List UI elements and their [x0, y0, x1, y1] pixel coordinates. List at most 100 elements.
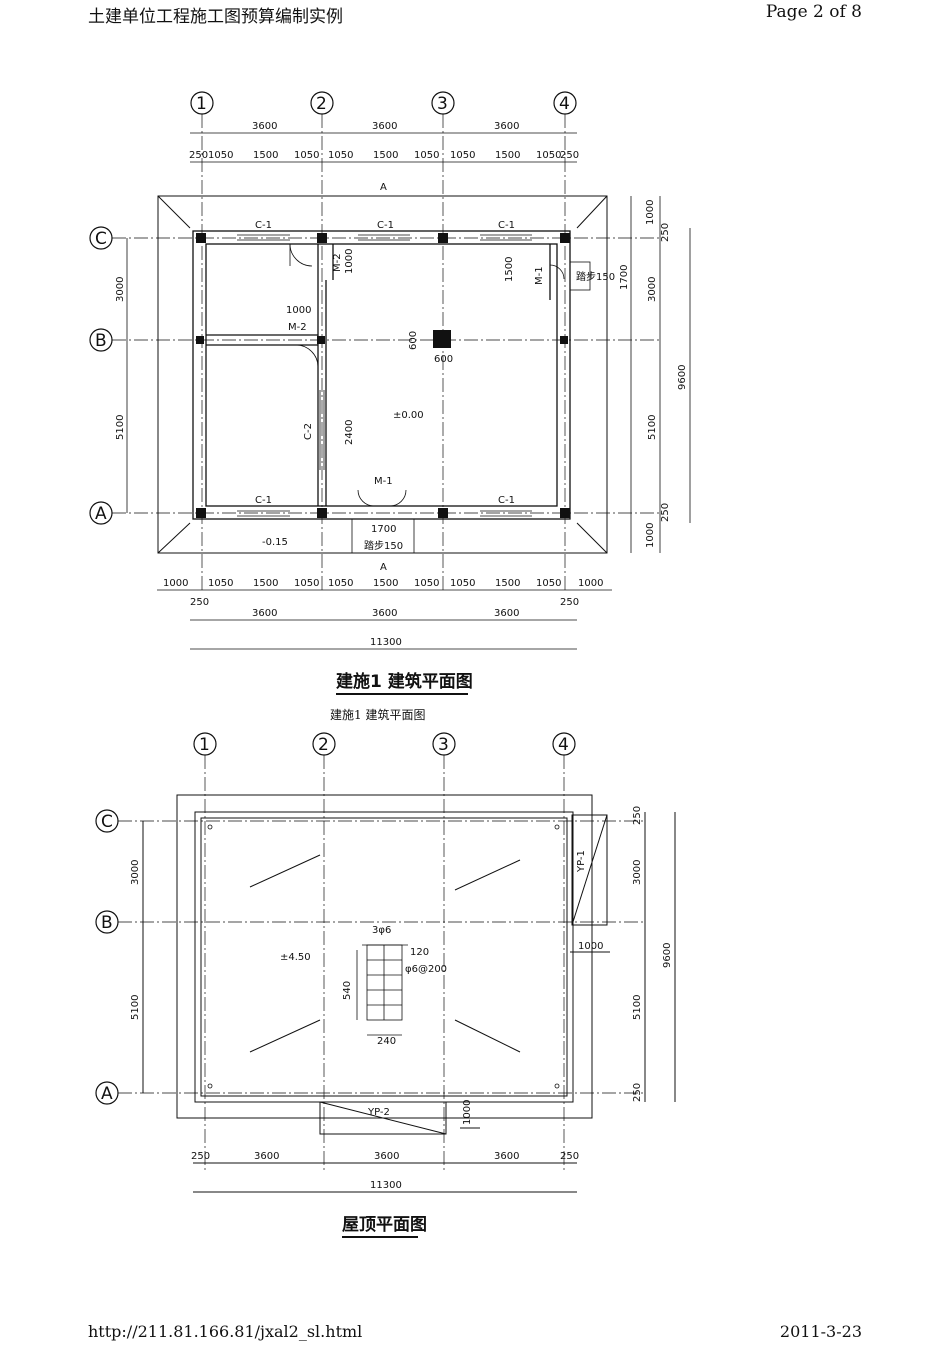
dim-bottom-main-3: 3600 [494, 608, 519, 619]
dim-top-detail: 1050 [294, 150, 319, 161]
dim-right-total: 9600 [677, 365, 688, 390]
dim-bottom-main-2: 3600 [372, 608, 397, 619]
dim-top-main-3: 3600 [494, 121, 519, 132]
roof-dim-bottom: 3600 [494, 1151, 519, 1162]
label-section-a: A [380, 182, 387, 193]
dim-bottom-detail: 1050 [536, 578, 561, 589]
footer-url: http://211.81.166.81/jxal2_sl.html [88, 1322, 363, 1341]
roof-dim-right-250: 250 [632, 806, 643, 825]
roof-label-yp2: YP-2 [367, 1107, 390, 1118]
roof-label-240: 240 [377, 1036, 396, 1047]
dim-bottom-detail: 1050 [294, 578, 319, 589]
dim-top-detail: 250 [560, 150, 579, 161]
dim-right-250b: 250 [660, 503, 671, 522]
dim-left-3000: 3000 [115, 277, 126, 302]
roof-plan: 1 2 3 4 C B A [95, 732, 676, 1238]
plan2-title: 屋顶平面图 [342, 1215, 427, 1235]
roof-dim-left-5100: 5100 [130, 995, 141, 1020]
label-m2-vertical: M-2 [332, 253, 343, 272]
label-m1-width: 1700 [371, 524, 396, 535]
label-m1-step: 踏步150 [364, 539, 403, 552]
label-c1: C-1 [255, 495, 272, 506]
dim-right-1700: 1700 [619, 265, 630, 290]
roof-dim-right-3000: 3000 [632, 860, 643, 885]
roof-label-t120: 120 [410, 947, 429, 958]
dim-right-250: 250 [660, 223, 671, 242]
axis-col-4: 4 [559, 94, 570, 114]
dim-top-detail: 1050 [536, 150, 561, 161]
roof-axis-col-1: 1 [199, 735, 210, 755]
roof-dim-total: 11300 [370, 1180, 402, 1191]
roof-label-540: 540 [342, 981, 353, 1000]
dim-total: 11300 [370, 637, 402, 648]
roof-dim-right-5100: 5100 [632, 995, 643, 1020]
dim-top-detail: 1050 [414, 150, 439, 161]
label-elev-out: -0.15 [262, 537, 288, 548]
dim-top-main-2: 3600 [372, 121, 397, 132]
axis-row-c: C [95, 229, 107, 249]
roof-dim-bottom: 3600 [254, 1151, 279, 1162]
floor-plan: 1 2 3 4 C B A 3600 [89, 91, 691, 695]
dim-top-detail: 1050 [208, 150, 233, 161]
roof-label-elev: ±4.50 [280, 952, 311, 963]
dim-bottom-detail: 1050 [328, 578, 353, 589]
dim-top-detail: 1050 [450, 150, 475, 161]
label-m1: M-1 [374, 476, 393, 487]
dim-bottom-main-1: 3600 [252, 608, 277, 619]
dim-bottom-detail: 1050 [414, 578, 439, 589]
roof-axis-row-a: A [101, 1084, 113, 1104]
label-c1: C-1 [377, 220, 394, 231]
label-section-a: A [380, 562, 387, 573]
dim-bottom-detail: 1500 [373, 578, 398, 589]
roof-label-1000b: 1000 [462, 1100, 473, 1125]
dim-bottom-detail: 1000 [578, 578, 603, 589]
roof-axis-col-4: 4 [558, 735, 569, 755]
roof-axis-col-3: 3 [438, 735, 449, 755]
label-step-150: 踏步150 [576, 270, 615, 283]
dim-right-1000b: 1000 [645, 523, 656, 548]
roof-label-rebar: 3φ6 [372, 925, 391, 936]
dim-right-5100: 5100 [647, 415, 658, 440]
roof-axis-col-2: 2 [318, 735, 329, 755]
roof-axis-row-c: C [101, 812, 113, 832]
axis-row-a: A [95, 504, 107, 524]
label-col-600: 600 [408, 331, 419, 350]
axis-row-b: B [95, 331, 107, 351]
page-indicator: Page 2 of 8 [765, 2, 862, 22]
dim-top-main-1: 3600 [252, 121, 277, 132]
roof-dim-right-250b: 250 [632, 1083, 643, 1102]
label-m1-right: M-1 [534, 266, 545, 285]
axis-col-3: 3 [437, 94, 448, 114]
roof-dim-bottom: 3600 [374, 1151, 399, 1162]
label-h2400: 2400 [344, 420, 355, 445]
roof-dim-bottom: 250 [560, 1151, 579, 1162]
roof-dim-right-total: 9600 [662, 943, 673, 968]
dim-top-detail: 1500 [373, 150, 398, 161]
label-col-600-b: 600 [434, 354, 453, 365]
roof-dim-left-3000: 3000 [130, 860, 141, 885]
roof-axis-row-b: B [101, 913, 113, 933]
plan1-title: 建施1 建筑平面图 [336, 671, 473, 692]
plan1-caption: 建施1 建筑平面图 [330, 708, 426, 722]
roof-label-yp1: YP-1 [576, 850, 587, 873]
label-m2: M-2 [288, 322, 307, 333]
label-c1: C-1 [498, 495, 515, 506]
roof-label-1000: 1000 [578, 941, 603, 952]
dim-top-detail: 250 [189, 150, 208, 161]
dim-top-detail: 1500 [253, 150, 278, 161]
document-title: 土建单位工程施工图预算编制实例 [88, 7, 343, 27]
footer-date: 2011-3-23 [779, 1322, 862, 1341]
label-m2-height: 1000 [344, 249, 355, 274]
dim-bottom-detail: 1000 [163, 578, 188, 589]
label-c2: C-2 [303, 423, 314, 440]
label-c1: C-1 [255, 220, 272, 231]
dim-left-5100: 5100 [115, 415, 126, 440]
roof-label-rebar2: φ6@200 [405, 964, 447, 975]
axis-col-2: 2 [316, 94, 327, 114]
roof-dim-bottom: 250 [191, 1151, 210, 1162]
dim-bottom-detail: 1050 [450, 578, 475, 589]
dim-bottom-edge: 250 [560, 597, 579, 608]
dim-right-1000: 1000 [645, 200, 656, 225]
axis-col-1: 1 [196, 94, 207, 114]
